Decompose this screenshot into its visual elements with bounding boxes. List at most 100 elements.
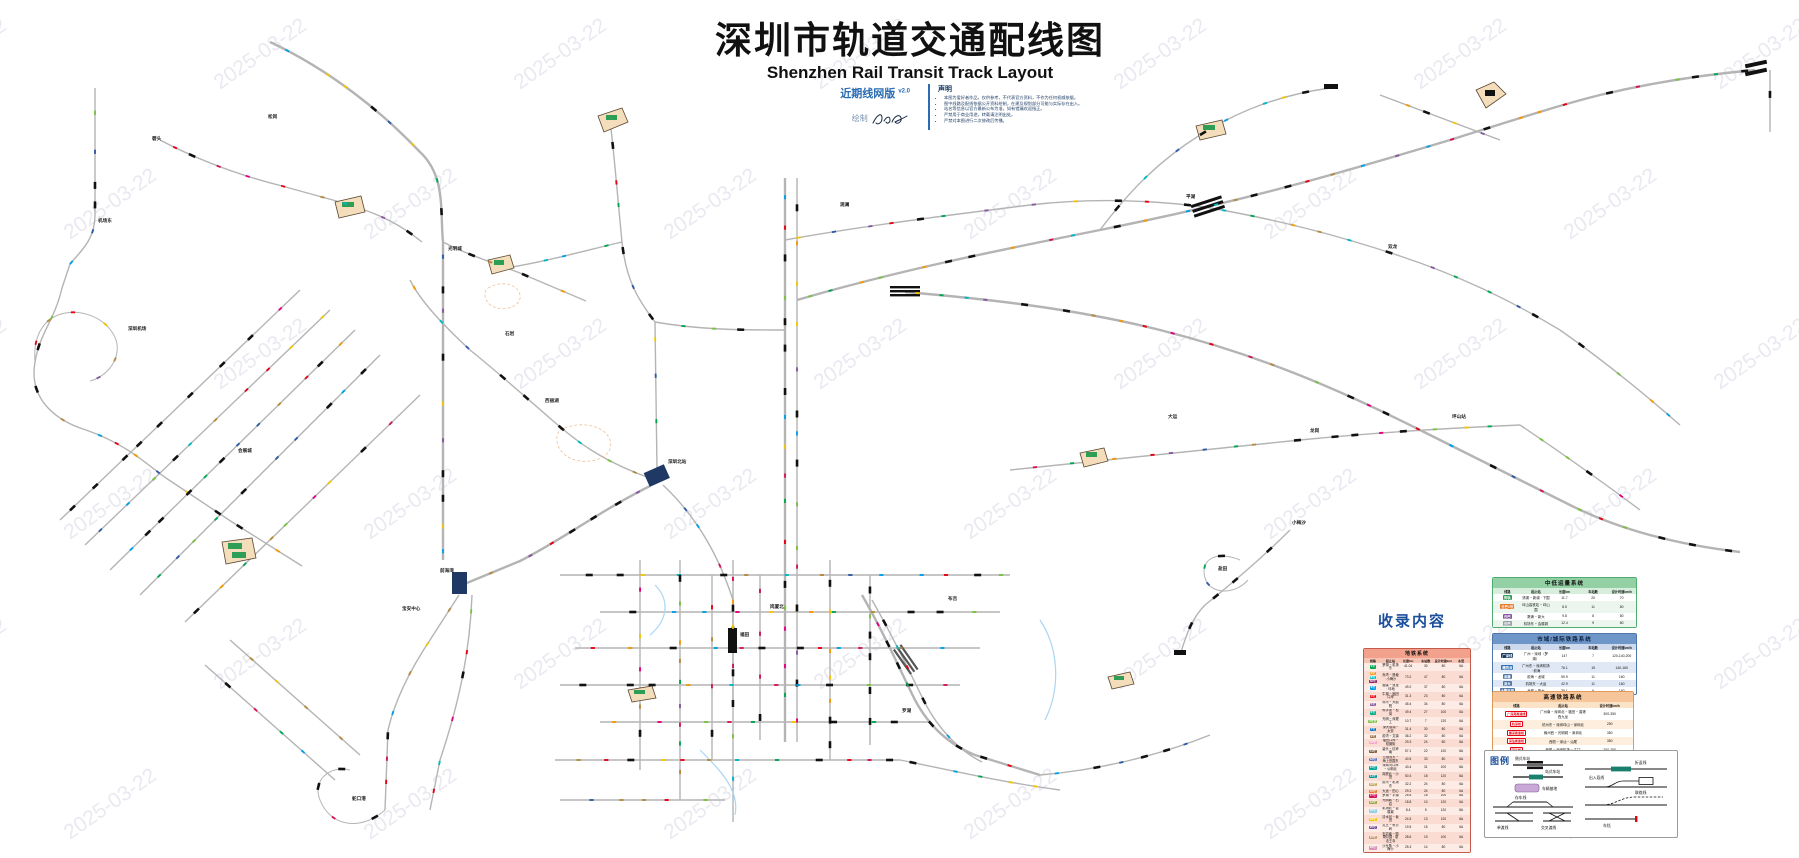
table-cell: 31.3 bbox=[1399, 692, 1417, 701]
station-bar bbox=[974, 573, 982, 577]
station-tick bbox=[615, 180, 618, 185]
station-tick bbox=[829, 698, 831, 704]
table-cell: 6A bbox=[1452, 708, 1470, 718]
station-tick bbox=[1248, 355, 1253, 359]
table-cell: 8A bbox=[1452, 747, 1470, 756]
table-cell: 广州东 ~ 深圳机场 · 前海 bbox=[1521, 661, 1551, 674]
station-tick bbox=[796, 502, 798, 507]
depot-areas bbox=[221, 81, 1507, 703]
watermark-text: 2025-03-22 bbox=[210, 314, 311, 394]
table-cell: 科学馆 ~ 松岗 bbox=[1381, 708, 1400, 718]
table-cell: 200-250 bbox=[1586, 745, 1633, 753]
station-tick bbox=[641, 799, 647, 801]
station-tick bbox=[425, 641, 430, 647]
table-cell: 24.5 bbox=[1399, 815, 1417, 824]
table-cell: 59.9 bbox=[1561, 674, 1568, 679]
table-cell: 140-160 bbox=[1607, 661, 1636, 674]
station-tick bbox=[946, 734, 951, 739]
station-tick bbox=[1223, 118, 1229, 122]
station-tick bbox=[867, 759, 872, 761]
station-tick bbox=[639, 667, 641, 672]
table-cell: 西丽 ~ 深汕 ~ 汕尾 bbox=[1539, 736, 1587, 746]
line-chip: 深汕高速线 bbox=[1506, 738, 1526, 745]
table-cell: 葵涌 ~ 新大 bbox=[1527, 614, 1545, 619]
station-bar bbox=[1577, 342, 1585, 349]
table-cell: 6A bbox=[1452, 844, 1470, 853]
station-tick bbox=[275, 548, 281, 553]
station-tick bbox=[129, 546, 134, 552]
station-tick bbox=[898, 647, 903, 649]
table-cell: 120 bbox=[1434, 772, 1453, 781]
station-tick bbox=[442, 549, 444, 554]
station-tick bbox=[784, 626, 786, 631]
station-bar bbox=[360, 368, 367, 375]
station-tick bbox=[1010, 246, 1015, 250]
station-tick bbox=[1577, 507, 1583, 512]
station-tick bbox=[707, 759, 712, 761]
line-chip: 19号 bbox=[1368, 800, 1377, 805]
station-tick bbox=[1143, 175, 1148, 180]
station-bar bbox=[783, 318, 787, 326]
table-cell: 41.04 bbox=[1399, 663, 1417, 672]
station-tick bbox=[435, 178, 439, 183]
table-cell: 6A bbox=[1452, 700, 1470, 709]
station-name: 观澜 bbox=[840, 201, 850, 208]
station-bar bbox=[979, 755, 988, 760]
station-tick bbox=[654, 337, 657, 342]
table-cell: 80 bbox=[1434, 663, 1453, 672]
watermark-text: 2025-03-22 bbox=[810, 314, 911, 394]
station-bar bbox=[907, 610, 915, 614]
station-tick bbox=[279, 730, 284, 735]
table-cell: 30 bbox=[1416, 663, 1435, 672]
station-tick bbox=[679, 601, 681, 606]
station-name: 松岗 bbox=[268, 113, 278, 120]
table-cell: 8.5 bbox=[1550, 601, 1579, 613]
legend-label: 车辆基地 bbox=[1542, 786, 1557, 791]
table-cell: 22 bbox=[1416, 747, 1435, 756]
table-cell: 25.8 bbox=[1399, 793, 1417, 799]
column-header: 长度km bbox=[1550, 644, 1579, 651]
station-tick bbox=[1007, 764, 1012, 768]
table-cell: 80 bbox=[1434, 823, 1453, 832]
station-bar bbox=[731, 604, 735, 612]
legend-label: 侧式车站 bbox=[1515, 756, 1530, 761]
station-tick bbox=[1170, 331, 1175, 335]
station-tick bbox=[91, 229, 95, 234]
table-cell: 40.5 bbox=[1399, 755, 1417, 764]
station-tick bbox=[829, 675, 831, 680]
boundary-lines bbox=[484, 283, 612, 462]
station-tick bbox=[277, 401, 282, 407]
station-tick bbox=[213, 516, 219, 522]
line-chip: 16号 bbox=[1368, 788, 1377, 793]
station-tick bbox=[792, 721, 797, 723]
table-cell: 37 bbox=[1416, 683, 1435, 693]
table-cell: 100 bbox=[1434, 832, 1453, 845]
station-tick bbox=[1330, 172, 1336, 176]
station-tick bbox=[331, 815, 336, 820]
table-cell: 9 bbox=[1578, 619, 1608, 627]
station-bar bbox=[1399, 429, 1407, 433]
station-name: 光明城 bbox=[447, 245, 462, 252]
station-tick bbox=[1449, 443, 1454, 448]
table-cell: 8 bbox=[1592, 614, 1595, 619]
station-tick bbox=[155, 470, 161, 475]
header: 深圳市轨道交通配线图 Shenzhen Rail Transit Track L… bbox=[630, 21, 1190, 83]
station-tick bbox=[876, 621, 880, 627]
table-cell: 27 bbox=[1416, 708, 1435, 718]
station-tick bbox=[735, 759, 740, 761]
table-cell: 10 bbox=[1416, 798, 1435, 807]
column-header: 起止站 bbox=[1539, 702, 1587, 709]
station-tick bbox=[576, 759, 581, 761]
watermark-text: 2025-03-22 bbox=[660, 764, 761, 844]
station-tick bbox=[303, 705, 309, 710]
station-tick bbox=[408, 670, 412, 676]
station-tick bbox=[796, 546, 798, 551]
station-tick bbox=[1250, 214, 1255, 218]
station-tick bbox=[94, 110, 96, 115]
station-tick bbox=[1360, 164, 1366, 168]
